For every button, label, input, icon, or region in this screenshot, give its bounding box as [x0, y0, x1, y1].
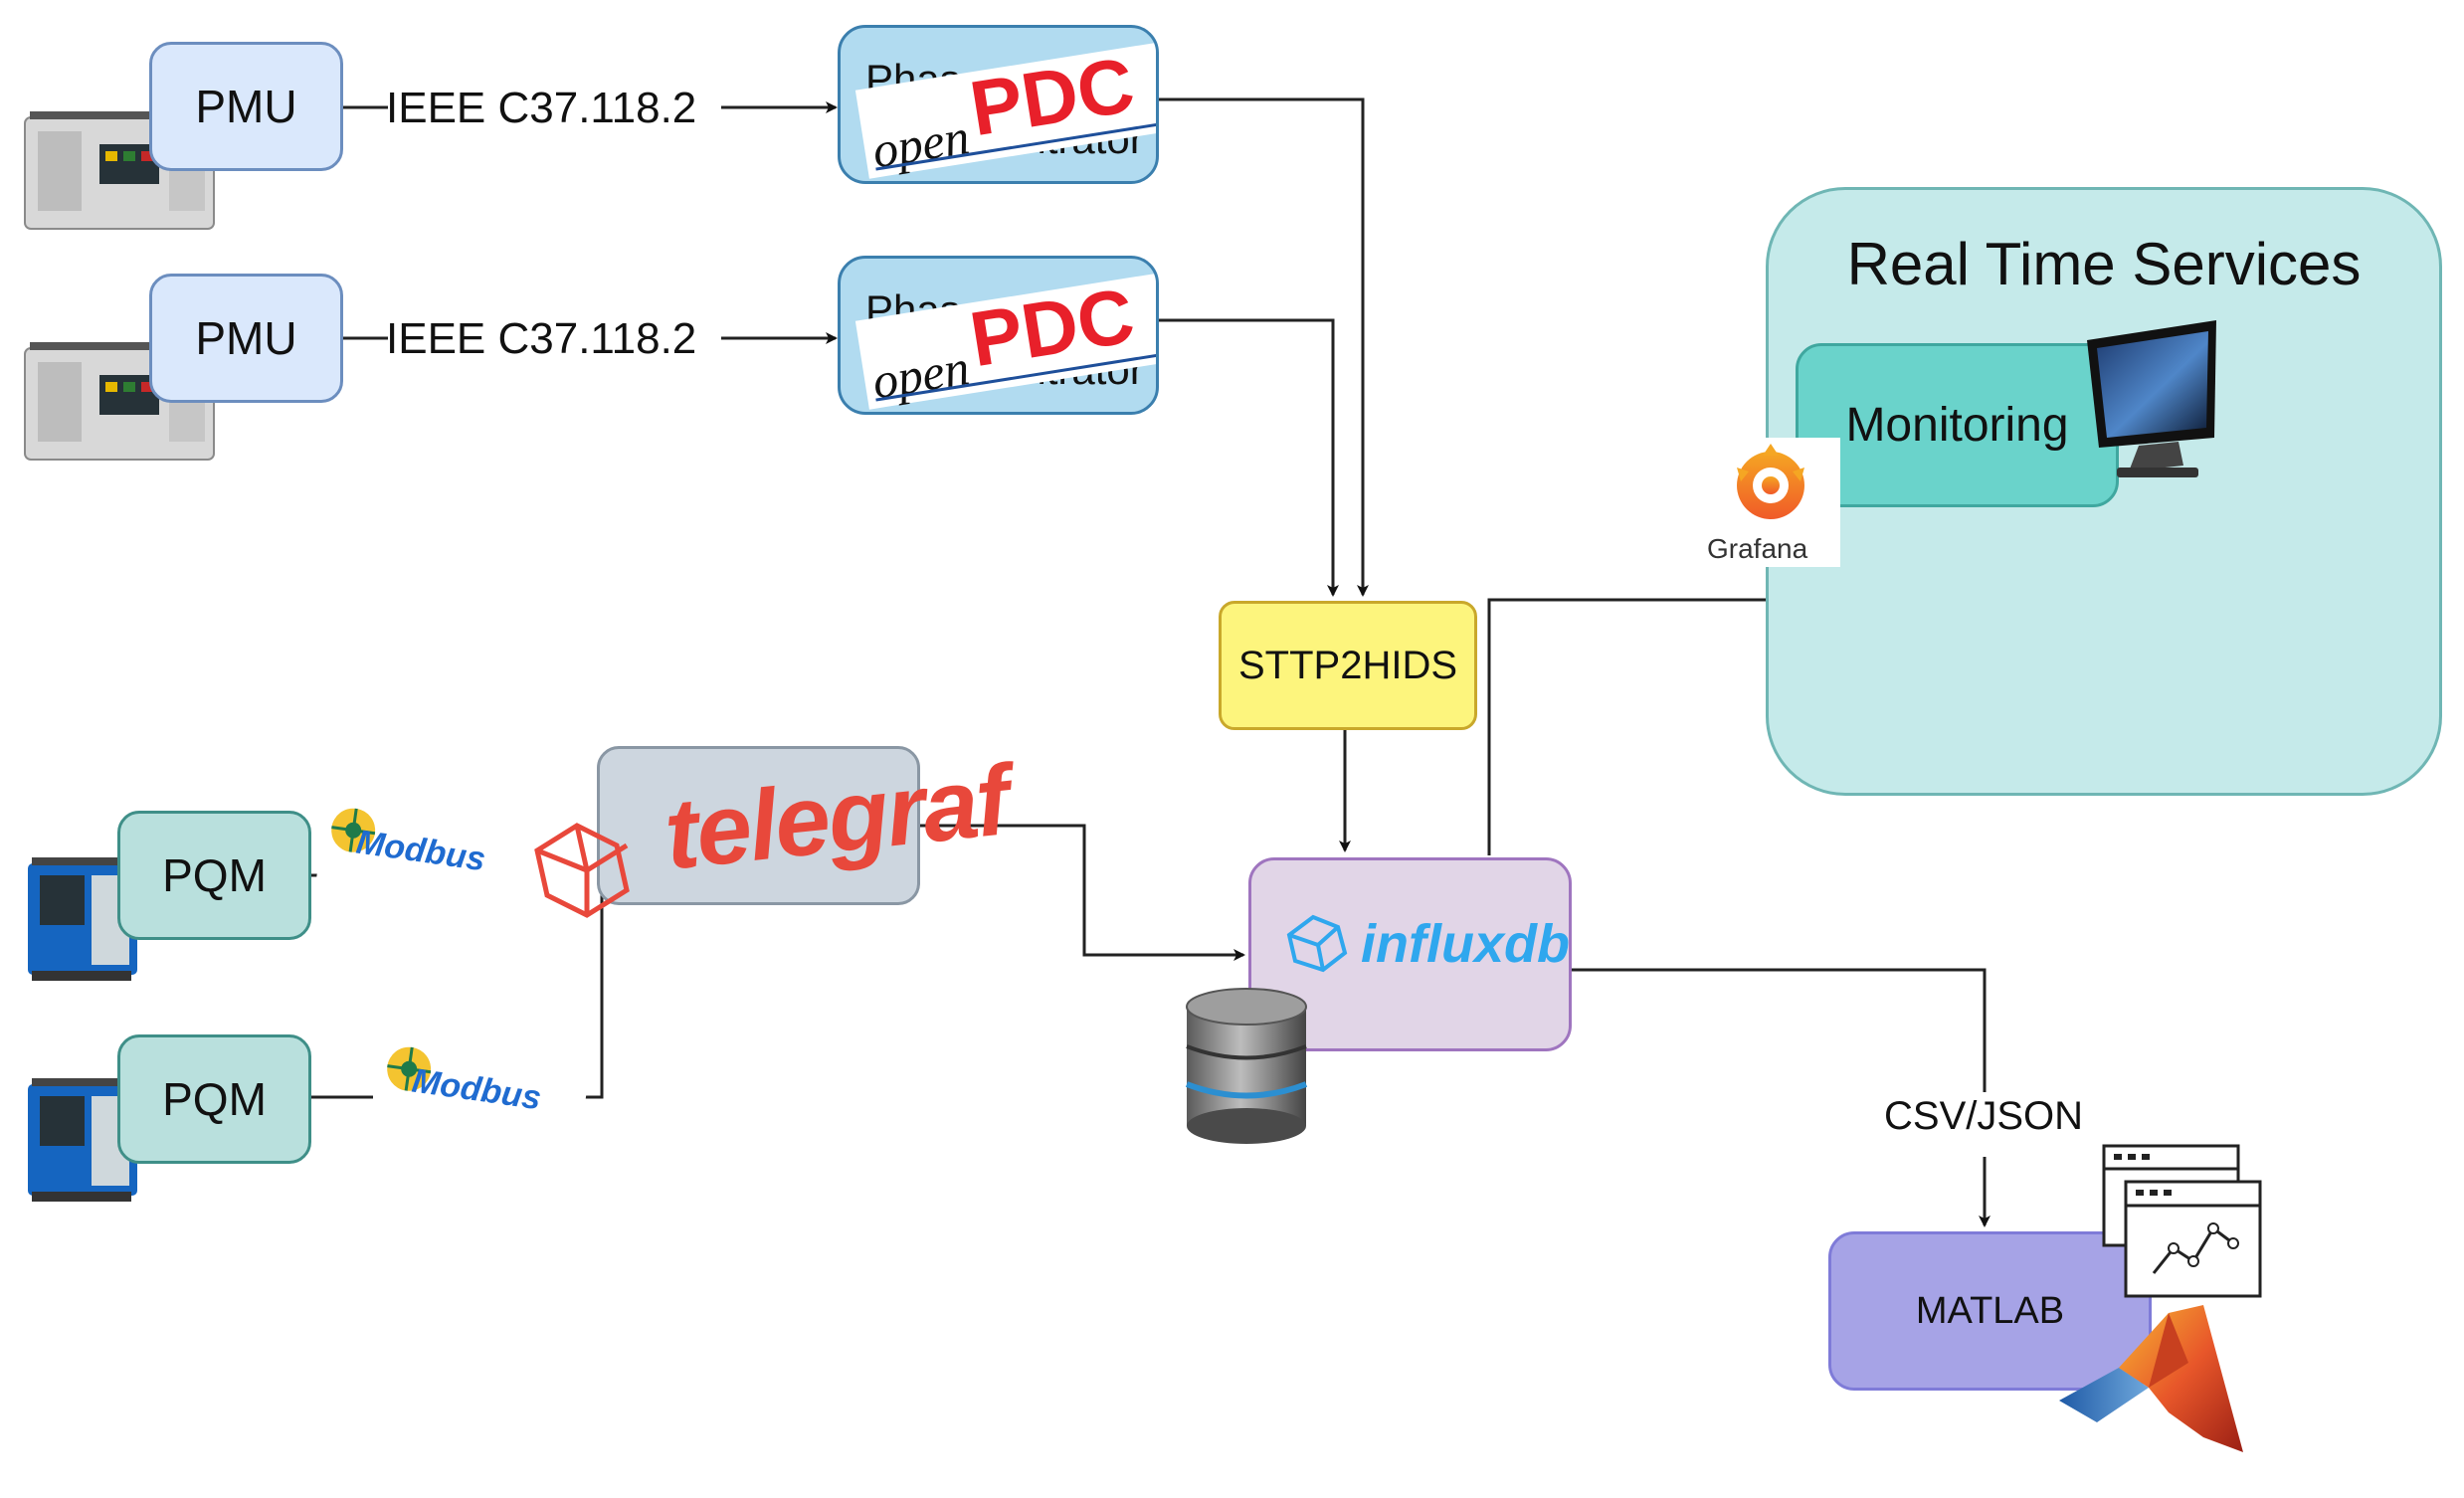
pmu-label: PMU — [195, 81, 297, 132]
edge-pdc2-sttp — [1159, 318, 1339, 597]
rts-title: Real Time Services — [1846, 231, 2362, 297]
monitoring-node[interactable]: Monitoring — [1796, 343, 2119, 507]
pqm-label: PQM — [162, 1073, 267, 1125]
edge-influx-export — [1572, 968, 1987, 1092]
sttp2hids-node[interactable]: STTP2HIDS — [1219, 601, 1477, 730]
modbus-icon: Modbus — [314, 796, 535, 920]
pdc-node-1[interactable]: Phas entrator open PDC — [838, 25, 1159, 184]
grafana-icon: Grafana — [1701, 438, 1840, 567]
pqm-node-1[interactable]: PQM — [117, 811, 311, 940]
edge-telegraf-influx — [920, 824, 1245, 961]
pmu-node-1[interactable]: PMU — [149, 42, 343, 171]
pmu-label: PMU — [195, 312, 297, 364]
sttp-label: STTP2HIDS — [1237, 643, 1458, 687]
edge-pdc1-sttp — [1159, 97, 1369, 597]
pmu-node-2[interactable]: PMU — [149, 274, 343, 403]
telegraf-node[interactable] — [597, 746, 920, 905]
pdc-node-2[interactable]: Phas entrator open PDC — [838, 256, 1159, 415]
export-format-label: CSV/JSON — [1880, 1094, 2088, 1139]
monitoring-label: Monitoring — [1845, 399, 2069, 452]
pqm-node-2[interactable]: PQM — [117, 1034, 311, 1164]
grafana-label: Grafana — [1707, 533, 1808, 564]
pqm-label: PQM — [162, 849, 267, 901]
influxdb-logo: influxdb — [1361, 914, 1570, 974]
matlab-node[interactable]: MATLAB — [1828, 1231, 2152, 1391]
matlab-label: MATLAB — [1915, 1289, 2065, 1332]
modbus-icon: Modbus — [370, 1034, 591, 1159]
protocol-label: IEEE C37.118.2 — [386, 84, 697, 132]
protocol-label: IEEE C37.118.2 — [386, 314, 697, 363]
